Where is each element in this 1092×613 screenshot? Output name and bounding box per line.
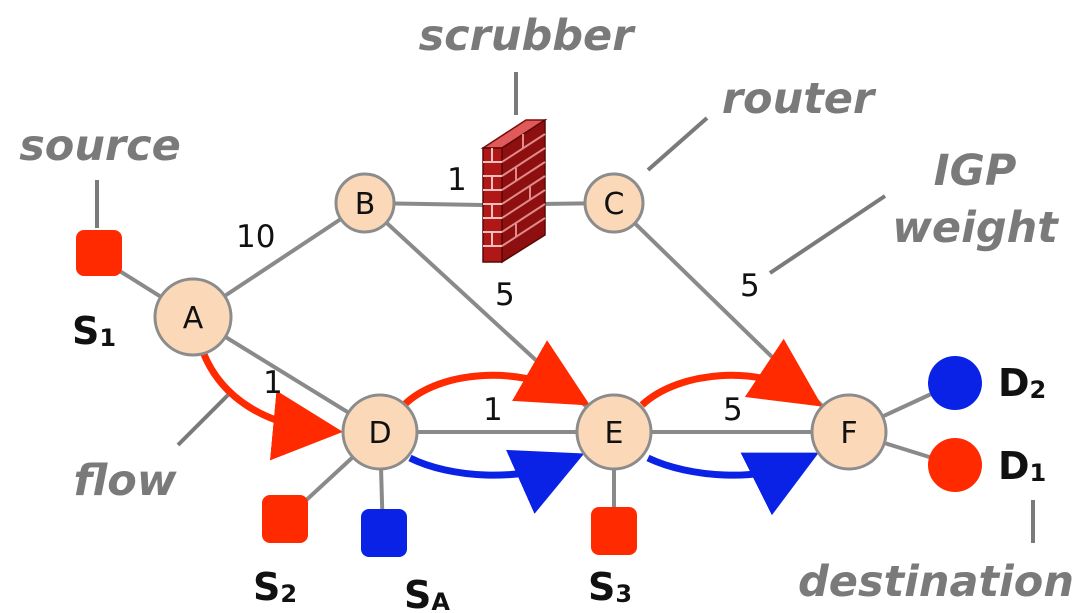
source-sa-marker[interactable] (361, 509, 407, 557)
node-f[interactable]: F (810, 393, 888, 471)
destination-d2-label: D2 (998, 361, 1046, 405)
node-f-label: F (840, 416, 857, 451)
node-b[interactable]: B (334, 172, 396, 234)
flow-blue-e-f (646, 452, 819, 516)
callout-line-igp (768, 194, 887, 275)
source-s2-marker[interactable] (262, 495, 308, 543)
callout-lines (95, 72, 1035, 543)
weight-b-e: 5 (495, 277, 515, 313)
endpoints (76, 230, 982, 557)
callout-flow: flow (73, 456, 176, 506)
callout-igp-line1: IGP (934, 146, 1017, 196)
source-s2-label: S2 (253, 565, 297, 609)
endpoint-labels: S1 S2 SA S3 D2 D1 (72, 309, 1046, 613)
flow-red-e-f (639, 338, 823, 408)
node-e-label: E (605, 416, 624, 451)
callouts: scrubber router source IGP weight flow d… (19, 11, 1074, 607)
node-c-label: C (604, 187, 625, 222)
node-c[interactable]: C (583, 172, 645, 234)
flow-blue-d-e (408, 449, 585, 514)
flows (199, 338, 823, 516)
callout-line-router (646, 116, 709, 172)
callout-destination: destination (798, 557, 1074, 607)
source-s3-label: S3 (588, 565, 632, 609)
node-d[interactable]: D (341, 393, 419, 471)
destination-d1-label: D1 (998, 444, 1046, 488)
scrubber-firewall-icon (480, 118, 548, 264)
weight-d-e: 1 (483, 392, 503, 428)
node-a-label: A (183, 301, 204, 336)
destination-d2-marker[interactable] (928, 356, 982, 410)
source-sa-label: SA (404, 573, 450, 613)
weight-c-f: 5 (740, 268, 760, 304)
source-s1-marker[interactable] (76, 230, 122, 276)
weight-a-d: 1 (263, 365, 283, 401)
callout-scrubber: scrubber (419, 11, 637, 61)
callout-igp-line2: weight (892, 203, 1059, 253)
links (97, 201, 956, 538)
destination-d1-marker[interactable] (928, 438, 982, 492)
weights: 10 1 5 5 1 1 5 (236, 162, 760, 428)
weight-e-f: 5 (723, 392, 743, 428)
flow-red-d-e (401, 340, 591, 408)
node-d-label: D (368, 416, 391, 451)
weight-b-c: 1 (447, 162, 467, 198)
node-a[interactable]: A (153, 277, 233, 357)
weight-a-b: 10 (236, 219, 275, 255)
nodes: A B C D E F (153, 172, 888, 471)
source-s3-marker[interactable] (591, 507, 637, 555)
callout-router: router (722, 74, 877, 124)
callout-source: source (19, 121, 181, 171)
node-e[interactable]: E (575, 393, 653, 471)
callout-line-flow (176, 393, 230, 447)
node-b-label: B (355, 187, 376, 222)
flow-red-a-d (199, 350, 343, 461)
source-s1-label: S1 (72, 309, 116, 353)
